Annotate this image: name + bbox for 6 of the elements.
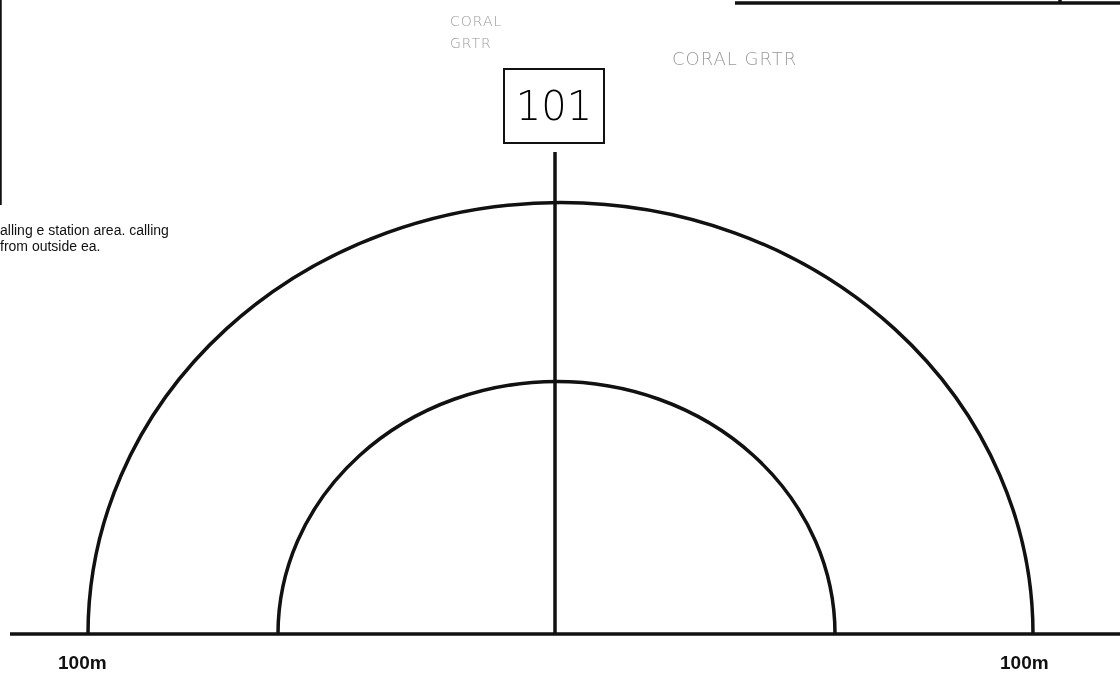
number-box: 101: [503, 68, 605, 144]
handwritten-note: CORAL GRTR: [672, 48, 799, 69]
note-text: alling e station area. calling from outside ea.: [0, 222, 170, 254]
distance-label: 100m: [1000, 652, 1050, 674]
distance-label: 100m: [58, 652, 108, 674]
handwritten-note: CORAL GRTR: [450, 12, 504, 53]
